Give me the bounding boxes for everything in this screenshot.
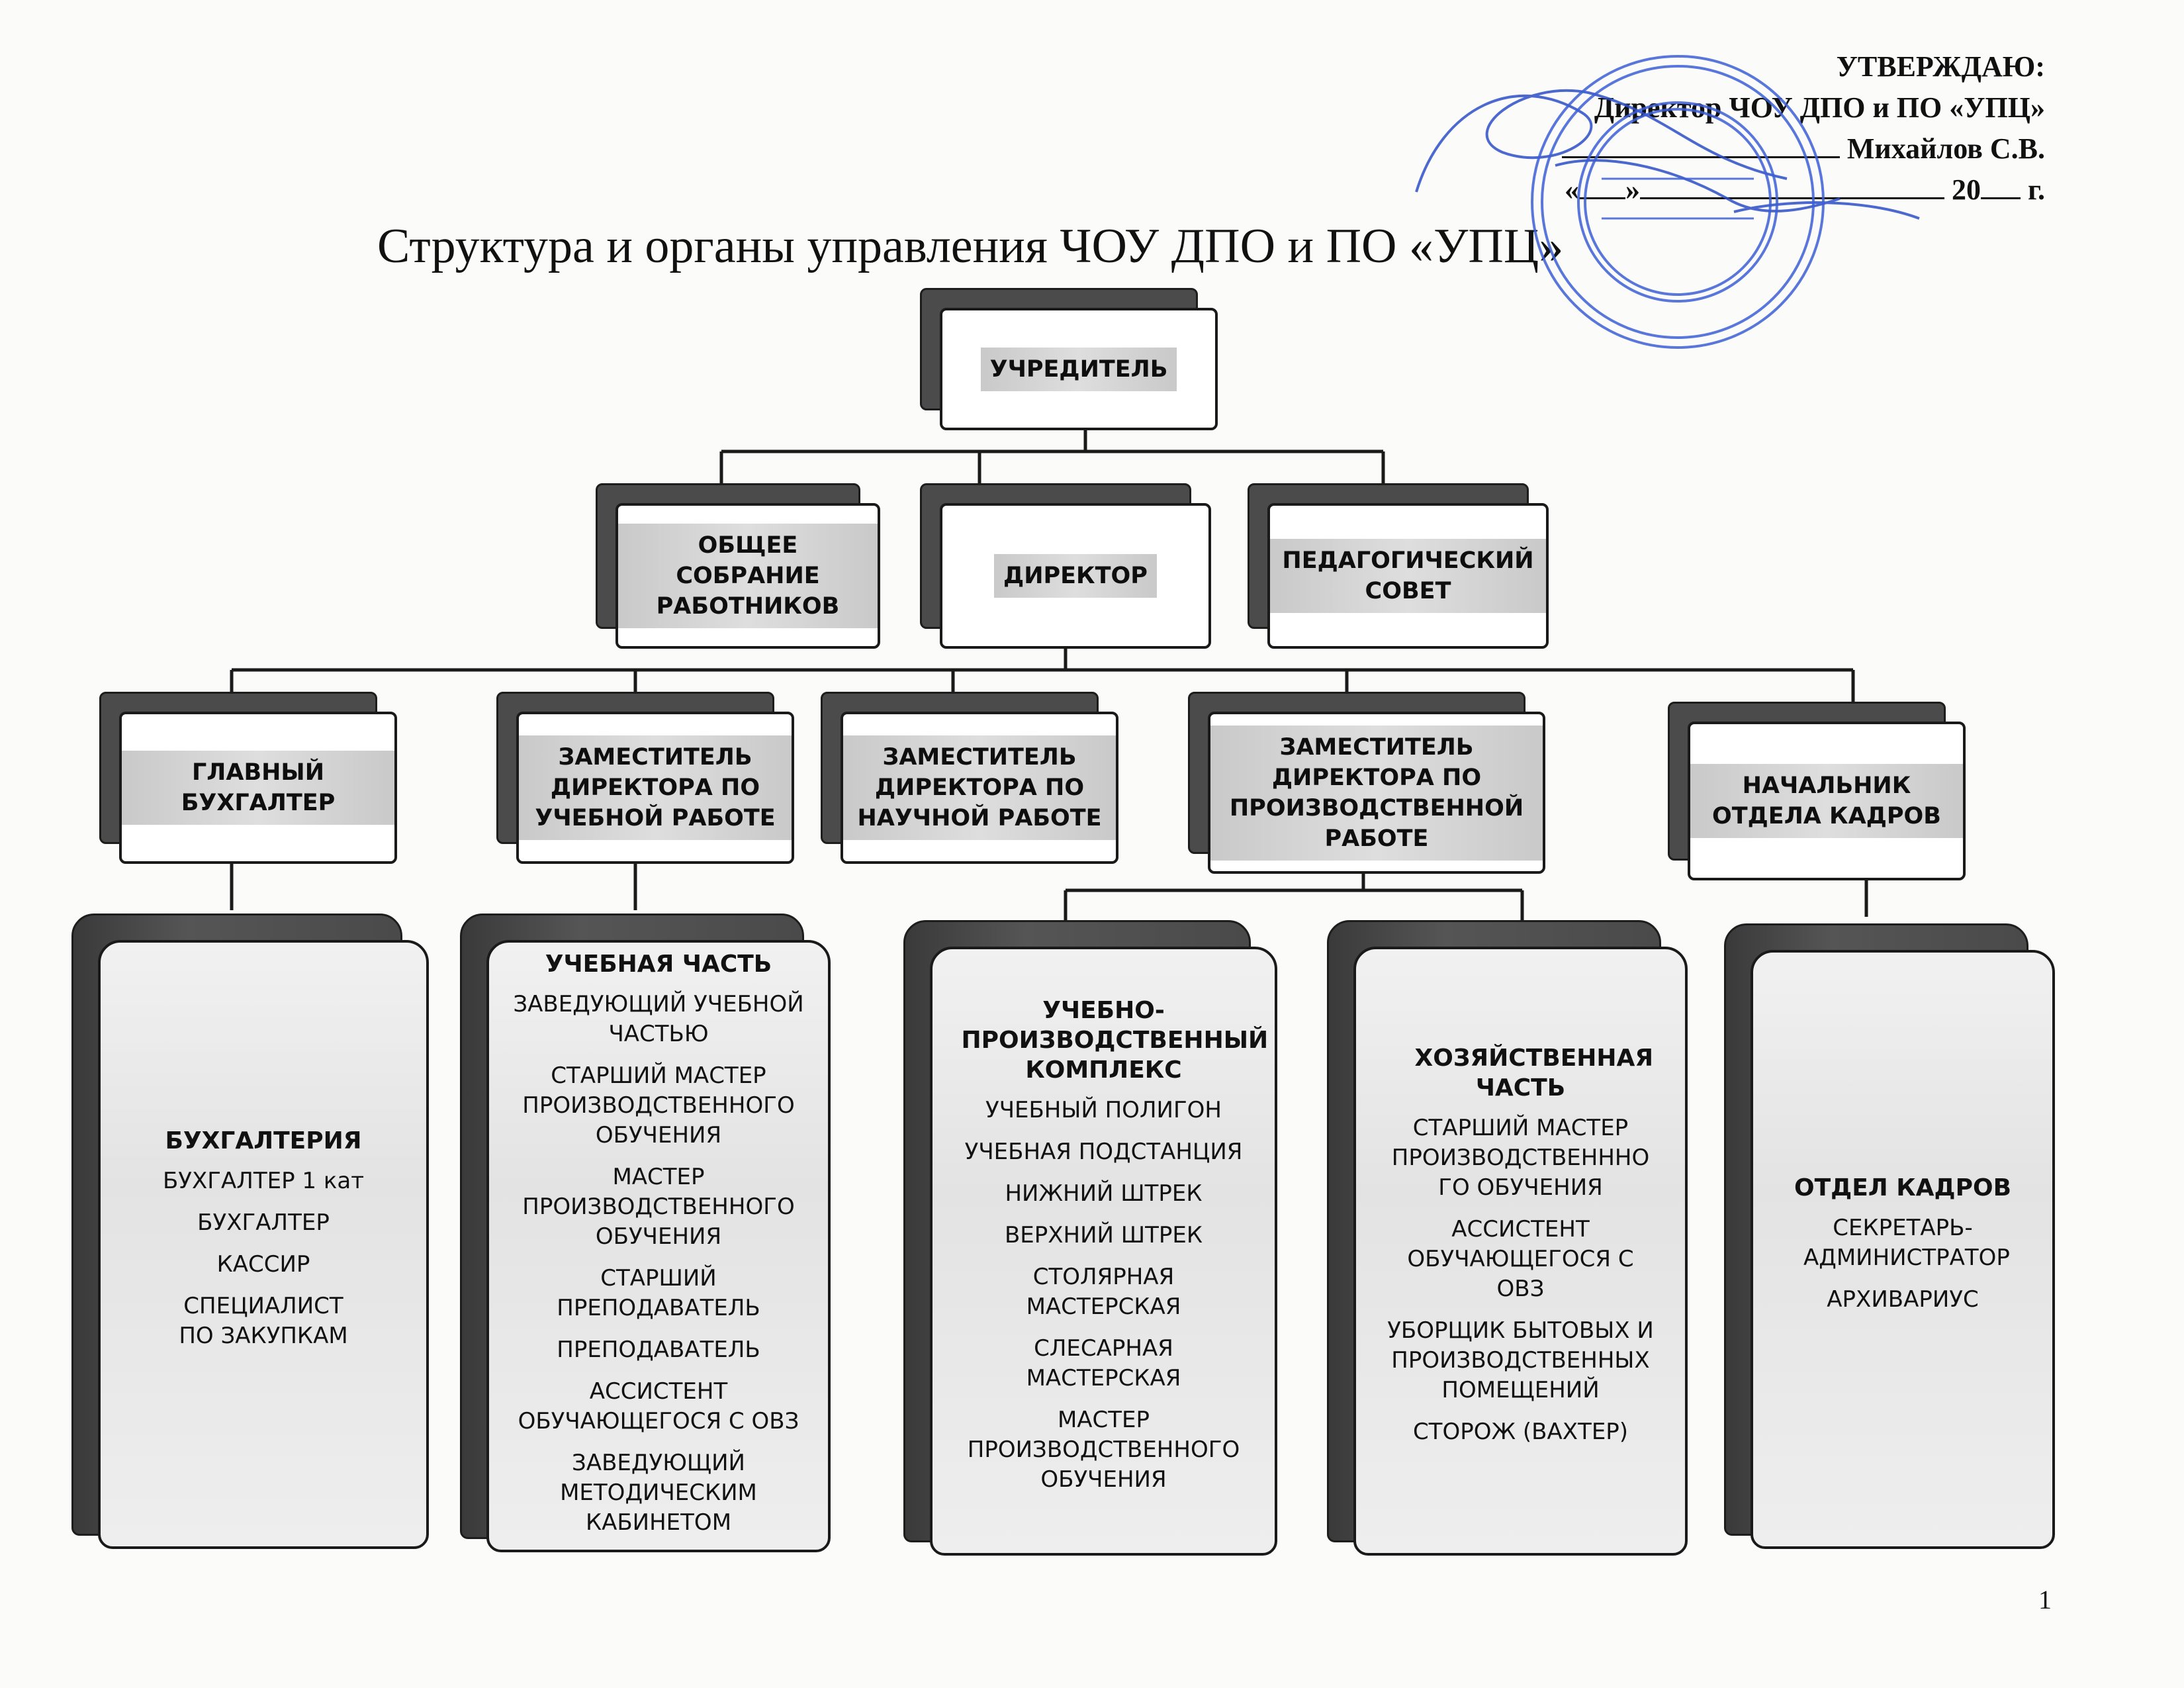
approval-position: Директор ЧОУ ДПО и ПО «УПЦ» xyxy=(1594,91,2045,124)
founder-node: УЧРЕДИТЕЛЬ xyxy=(920,288,1218,430)
accounting-heading: БУХГАЛТЕРИЯ xyxy=(165,1127,362,1154)
list-item: СЛЕСАРНАЯ МАСТЕРСКАЯ xyxy=(1026,1335,1181,1391)
list-item: СТАРШИЙ МАСТЕР ПРОИЗВОДСТВЕННОГО ОБУЧЕНИ… xyxy=(522,1062,795,1149)
list-item: БУХГАЛТЕР xyxy=(197,1209,330,1236)
training-complex-heading: УЧЕБНО-ПРОИЗВОДСТВЕННЫЙ КОМПЛЕКС xyxy=(961,997,1269,1084)
deputy-science-node: ЗАМЕСТИТЕЛЬ ДИРЕКТОРА ПО НАУЧНОЙ РАБОТЕ xyxy=(821,692,1118,864)
list-item: АССИСТЕНТ ОБУЧАЮЩЕГОСЯ С ОВЗ xyxy=(1407,1216,1634,1302)
deputy-academic-node: ЗАМЕСТИТЕЛЬ ДИРЕКТОРА ПО УЧЕБНОЙ РАБОТЕ xyxy=(496,692,794,864)
list-item: УЧЕБНЫЙ ПОЛИГОН xyxy=(985,1097,1222,1123)
accounting-unit: БУХГАЛТЕРИЯ БУХГАЛТЕР 1 кат БУХГАЛТЕР КА… xyxy=(71,914,429,1549)
list-item: МАСТЕР ПРОИЗВОДСТВЕННОГО ОБУЧЕНИЯ xyxy=(967,1407,1240,1493)
list-item: СПЕЦИАЛИСТ ПО ЗАКУПКАМ xyxy=(179,1293,348,1349)
signature-blank xyxy=(1561,130,1840,158)
signature-scribble xyxy=(1415,89,1920,220)
approval-date-line: «» 20 г. xyxy=(1284,169,2045,211)
general-assembly-label: ОБЩЕЕ СОБРАНИЕ РАБОТНИКОВ xyxy=(618,524,878,628)
list-item: ВЕРХНИЙ ШТРЕК xyxy=(1004,1222,1203,1248)
hr-heading: ОТДЕЛ КАДРОВ xyxy=(1794,1174,2012,1201)
deputy-production-label: ЗАМЕСТИТЕЛЬ ДИРЕКТОРА ПО ПРОИЗВОДСТВЕННО… xyxy=(1210,725,1543,861)
list-item: СТАРШИЙ ПРЕПОДАВАТЕЛЬ xyxy=(557,1265,760,1321)
general-assembly-node: ОБЩЕЕ СОБРАНИЕ РАБОТНИКОВ xyxy=(596,483,880,649)
head-hr-label: НАЧАЛЬНИК ОТДЕЛА КАДРОВ xyxy=(1690,764,1963,838)
round-seal-icon xyxy=(1531,55,1825,349)
approval-signatory-line: Михайлов С.В. xyxy=(1284,128,2045,169)
document-title: Структура и органы управления ЧОУ ДПО и … xyxy=(377,219,1564,273)
chief-accountant-node: ГЛАВНЫЙ БУХГАЛТЕР xyxy=(99,692,397,864)
list-item: СТОРОЖ (ВАХТЕР) xyxy=(1412,1419,1629,1445)
approval-signatory: Михайлов С.В. xyxy=(1846,132,2045,165)
month-blank xyxy=(1639,171,1944,199)
deputy-science-label: ЗАМЕСТИТЕЛЬ ДИРЕКТОРА ПО НАУЧНОЙ РАБОТЕ xyxy=(843,735,1116,840)
list-item: СЕКРЕТАРЬ-АДМИНИСТРАТОР xyxy=(1803,1214,2010,1271)
academic-heading: УЧЕБНАЯ ЧАСТЬ xyxy=(545,951,772,978)
hr-unit: ОТДЕЛ КАДРОВ СЕКРЕТАРЬ-АДМИНИСТРАТОР АРХ… xyxy=(1724,923,2055,1549)
list-item: СТАРШИЙ МАСТЕР ПРОИЗВОДСТВЕНННО ГО ОБУЧЕ… xyxy=(1391,1115,1650,1201)
deputy-production-node: ЗАМЕСТИТЕЛЬ ДИРЕКТОРА ПО ПРОИЗВОДСТВЕННО… xyxy=(1188,692,1545,874)
year-blank xyxy=(1980,171,2021,199)
list-item: НИЖНИЙ ШТРЕК xyxy=(1005,1180,1203,1207)
list-item: АРХИВАРИУС xyxy=(1827,1286,1979,1313)
training-complex-unit: УЧЕБНО-ПРОИЗВОДСТВЕННЫЙ КОМПЛЕКС УЧЕБНЫЙ… xyxy=(903,920,1277,1556)
approval-block: УТВЕРЖДАЮ: Директор ЧОУ ДПО и ПО «УПЦ» М… xyxy=(1284,46,2045,211)
list-item: ЗАВЕДУЮЩИЙ УЧЕБНОЙ ЧАСТЬЮ xyxy=(513,991,804,1047)
list-item: СТОЛЯРНАЯ МАСТЕРСКАЯ xyxy=(1026,1264,1181,1320)
maintenance-unit: ХОЗЯЙСТВЕННАЯ ЧАСТЬ СТАРШИЙ МАСТЕР ПРОИЗ… xyxy=(1327,920,1688,1556)
founder-label: УЧРЕДИТЕЛЬ xyxy=(980,347,1177,391)
director-label: ДИРЕКТОР xyxy=(994,554,1157,598)
list-item: УБОРЩИК БЫТОВЫХ И ПРОИЗВОДСТВЕННЫХ ПОМЕЩ… xyxy=(1387,1317,1654,1403)
list-item: УЧЕБНАЯ ПОДСТАНЦИЯ xyxy=(964,1139,1243,1165)
approval-heading: УТВЕРЖДАЮ: xyxy=(1836,50,2045,83)
deputy-academic-label: ЗАМЕСТИТЕЛЬ ДИРЕКТОРА ПО УЧЕБНОЙ РАБОТЕ xyxy=(519,735,792,840)
ped-council-node: ПЕДАГОГИЧЕСКИЙ СОВЕТ xyxy=(1248,483,1549,649)
list-item: МАСТЕР ПРОИЗВОДСТВЕННОГО ОБУЧЕНИЯ xyxy=(522,1164,795,1250)
list-item: КАССИР xyxy=(216,1251,310,1278)
list-item: АССИСТЕНТ ОБУЧАЮЩЕГОСЯ С ОВЗ xyxy=(518,1378,799,1434)
academic-unit: УЧЕБНАЯ ЧАСТЬ ЗАВЕДУЮЩИЙ УЧЕБНОЙ ЧАСТЬЮ … xyxy=(460,914,831,1552)
list-item: ЗАВЕДУЮЩИЙ МЕТОДИЧЕСКИМ КАБИНЕТОМ xyxy=(560,1450,757,1536)
day-blank xyxy=(1578,171,1625,199)
maintenance-heading: ХОЗЯЙСТВЕННАЯ ЧАСТЬ xyxy=(1414,1045,1654,1102)
head-hr-node: НАЧАЛЬНИК ОТДЕЛА КАДРОВ xyxy=(1668,702,1966,880)
director-node: ДИРЕКТОР xyxy=(920,483,1211,649)
chief-accountant-label: ГЛАВНЫЙ БУХГАЛТЕР xyxy=(122,751,394,825)
list-item: БУХГАЛТЕР 1 кат xyxy=(162,1168,365,1194)
ped-council-label: ПЕДАГОГИЧЕСКИЙ СОВЕТ xyxy=(1270,539,1546,613)
list-item: ПРЕПОДАВАТЕЛЬ xyxy=(557,1336,760,1363)
page-number: 1 xyxy=(2038,1585,2052,1615)
